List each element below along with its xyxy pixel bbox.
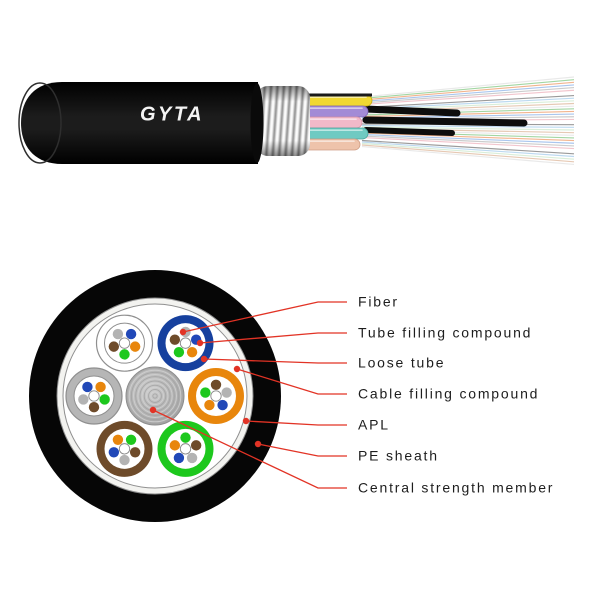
cable-end-cap-highlight <box>18 82 62 164</box>
loose-tube-orange <box>188 368 244 424</box>
leader-dot <box>196 339 204 347</box>
cross-section-group <box>29 270 281 522</box>
fiber-white-center <box>88 390 100 402</box>
fiber-green <box>173 347 185 358</box>
label-pe-sheath: PE sheath <box>358 447 439 464</box>
loose-tube-gray <box>65 367 123 425</box>
fiber-blue <box>108 447 120 458</box>
fiber-brown <box>210 379 222 390</box>
label-cable-filling-compound: Cable filling compound <box>358 385 540 402</box>
leader-dot <box>200 355 208 363</box>
fiber-orange <box>112 434 124 445</box>
fiber-orange <box>204 399 215 411</box>
loose-tube-brown <box>96 420 153 477</box>
fiber-white-center <box>118 443 131 455</box>
leader-dot <box>149 406 157 414</box>
leader-dot <box>179 328 187 336</box>
leader-dot <box>254 440 262 448</box>
fiber-green <box>119 349 130 360</box>
cross-section-diagram <box>29 270 347 522</box>
central-strength-member <box>125 366 185 426</box>
cable-type-label: GYTA <box>140 104 204 126</box>
fiber-gray <box>112 328 124 340</box>
fiber-green <box>180 432 191 443</box>
fiber-gray <box>186 452 198 464</box>
cable-3d-illustration: GYTA <box>18 76 575 166</box>
fiber-green <box>200 387 211 398</box>
fiber-white-center <box>179 443 192 455</box>
fiber-blue <box>82 381 93 393</box>
leader-lines <box>149 301 347 489</box>
strength-rods <box>362 105 528 136</box>
fiber-gray <box>78 394 89 405</box>
loose-tube-white <box>95 314 154 372</box>
armor-layer <box>250 83 310 163</box>
leader-dot <box>242 417 250 425</box>
fiber-blue <box>125 328 137 340</box>
label-apl: APL <box>358 416 390 433</box>
jacket-cut-edge <box>300 93 372 97</box>
fiber-brown <box>169 334 181 345</box>
cable-pe-jacket <box>21 82 258 164</box>
loose-tube-green <box>157 420 214 477</box>
fiber-blue <box>173 452 185 464</box>
label-central-strength-member: Central strength member <box>358 479 555 496</box>
label-tube-filling-compound: Tube filling compound <box>358 324 533 341</box>
label-fiber: Fiber <box>358 293 399 310</box>
jacket-armor-junction-rim <box>250 83 264 163</box>
fiber-orange <box>129 341 141 352</box>
fiber-brown <box>129 447 141 458</box>
fiber-gray <box>221 387 232 398</box>
label-loose-tube: Loose tube <box>358 354 446 371</box>
fiber-orange <box>95 381 106 393</box>
fiber-green <box>125 434 137 445</box>
fiber-brown <box>88 402 100 413</box>
fiber-orange <box>186 347 198 358</box>
fiber-blue <box>217 399 228 411</box>
fiber-white-center <box>118 337 131 349</box>
fiber-brown <box>190 440 202 451</box>
fiber-white-center <box>210 390 222 402</box>
fiber-orange <box>169 440 181 451</box>
leader-dot <box>233 365 241 373</box>
fiber-white-center <box>179 337 192 349</box>
fiber-brown <box>108 341 120 352</box>
fiber-green <box>99 394 110 405</box>
fiber-gray <box>119 454 130 466</box>
